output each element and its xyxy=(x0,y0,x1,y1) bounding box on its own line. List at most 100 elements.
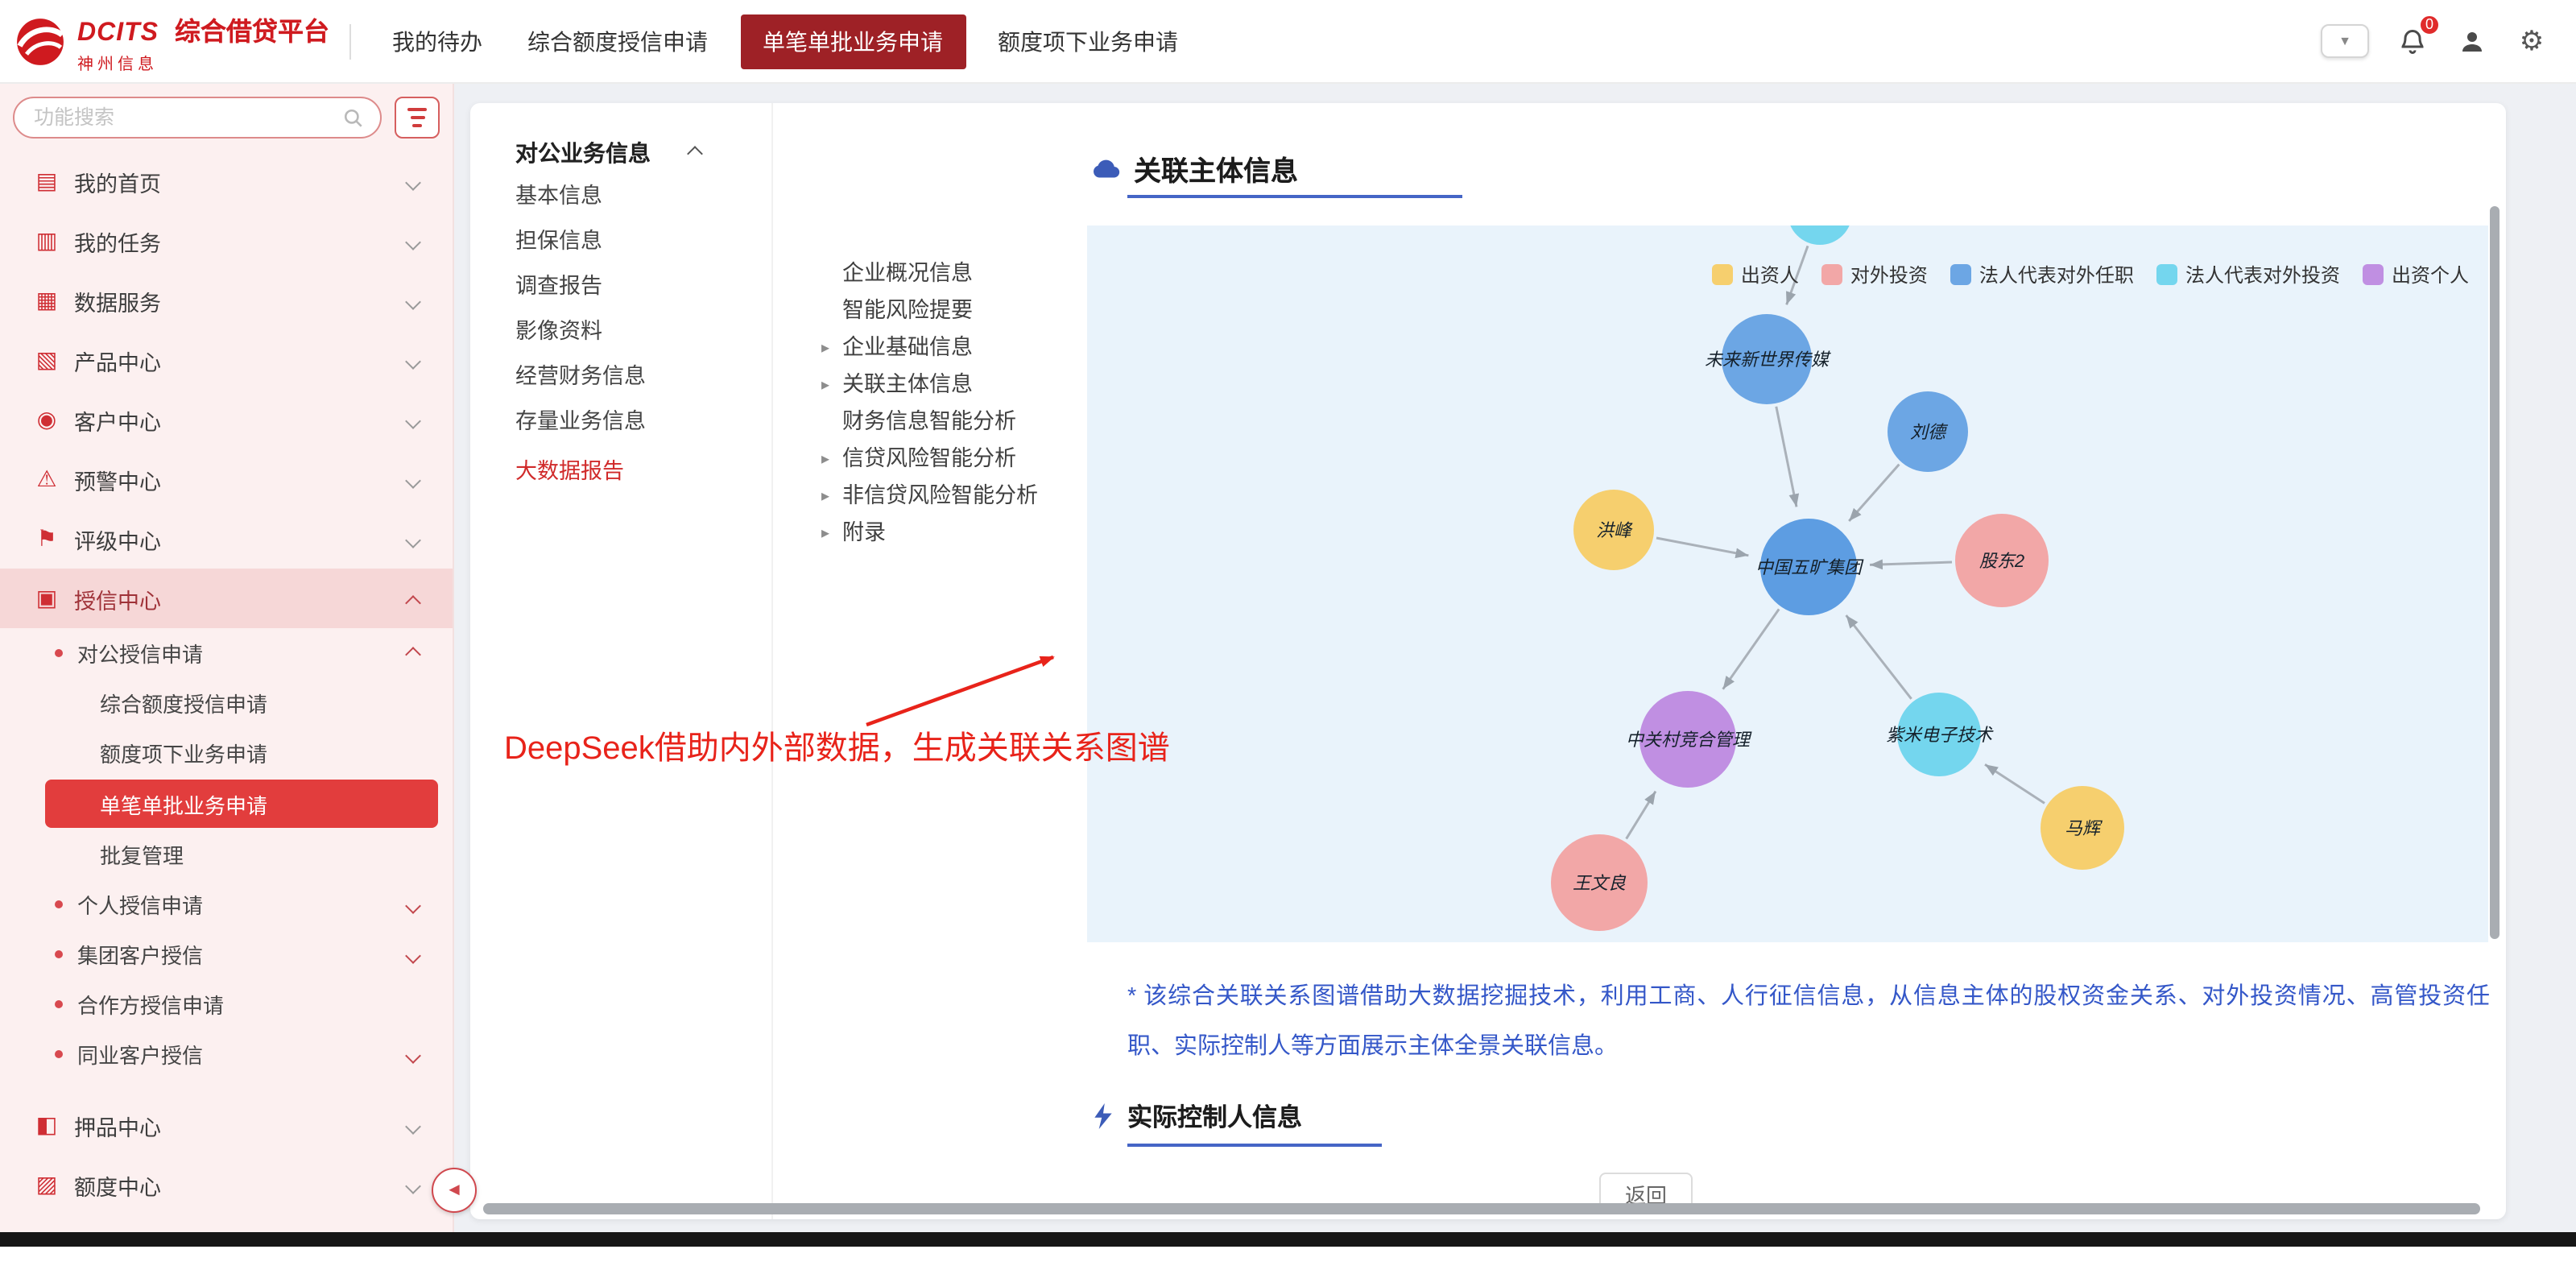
submenu-item-guarantee[interactable]: 担保信息 xyxy=(515,229,602,253)
graph-node-hongfeng[interactable]: 洪峰 xyxy=(1573,490,1654,570)
bottom-taskbar-strip xyxy=(0,1232,2576,1247)
toc-item-financial-analysis[interactable]: 财务信息智能分析 xyxy=(842,409,1016,433)
sidebar-item-quota-center[interactable]: ▨ 额度中心 xyxy=(0,1155,453,1214)
sidebar-item-single-batch-active[interactable]: 单笔单批业务申请 xyxy=(45,780,438,828)
submenu-item-imaging[interactable]: 影像资料 xyxy=(515,319,602,343)
toc-item-noncredit-risk[interactable]: 非信贷风险智能分析 xyxy=(821,483,1038,511)
graph-node-gudong2[interactable]: 股东2 xyxy=(1955,514,2049,607)
tab-under-quota[interactable]: 额度项下业务申请 xyxy=(998,28,1179,54)
sidebar-item-group-credit[interactable]: 集团客户授信 xyxy=(0,929,453,979)
header-divider xyxy=(349,23,351,59)
sidebar-item-comprehensive-quota[interactable]: 综合额度授信申请 xyxy=(0,678,453,728)
products-icon: ▧ xyxy=(35,346,58,372)
graph-node-label: 中国五旷集团 xyxy=(1755,559,1862,578)
graph-node-zgc[interactable]: 中关村竞合管理 xyxy=(1626,691,1750,788)
section-underline xyxy=(1127,1144,1382,1147)
graph-node-label: 马辉 xyxy=(2065,820,2100,839)
sidebar-item-label: 数据服务 xyxy=(74,291,161,315)
toc-item-related-parties[interactable]: 关联主体信息 xyxy=(821,372,1038,399)
graph-node-zimi[interactable]: 紫米电子技术 xyxy=(1886,693,1992,776)
sidebar-item-approval-management[interactable]: 批复管理 xyxy=(0,829,453,879)
sidebar-item-corporate-credit[interactable]: 对公授信申请 xyxy=(0,628,453,678)
sidebar-item-early-warning[interactable]: ⚠ 预警中心 xyxy=(0,449,453,509)
graph-node-mahui[interactable]: 马辉 xyxy=(2041,786,2124,870)
chevron-down-icon xyxy=(405,898,421,914)
business-info-title-row[interactable]: 对公业务信息 xyxy=(515,137,703,169)
user-profile-button[interactable] xyxy=(2456,25,2488,57)
legend-label: 对外投资 xyxy=(1850,264,1928,287)
filter-icon xyxy=(407,108,427,111)
content-card: 对公业务信息 基本信息 担保信息 调查报告 影像资料 经营财务信息 存量业务信息… xyxy=(470,103,2506,1219)
sidebar-item-label: 额度项下业务申请 xyxy=(100,743,268,767)
legend-item: 法人代表对外投资 xyxy=(2156,261,2340,288)
graph-node-center[interactable]: 中国五旷集团 xyxy=(1755,519,1862,615)
bullet-icon xyxy=(55,900,63,908)
header-dropdown-button[interactable]: ▼ xyxy=(2321,24,2369,58)
legend-swatch xyxy=(1821,264,1842,285)
graph-node-weilai[interactable]: 未来新世界传媒 xyxy=(1705,314,1829,404)
warning-icon: ⚠ xyxy=(36,465,57,491)
sidebar-item-home[interactable]: ▤ 我的首页 xyxy=(0,151,453,211)
bullet-icon xyxy=(55,1000,63,1008)
gear-icon: ⚙ xyxy=(2519,26,2545,56)
sidebar-item-tasks[interactable]: ▥ 我的任务 xyxy=(0,211,453,271)
chevron-down-icon xyxy=(405,1178,421,1194)
search-input[interactable] xyxy=(34,106,343,129)
submenu-item-finance[interactable]: 经营财务信息 xyxy=(515,364,646,388)
sidebar-item-label: 客户中心 xyxy=(74,410,161,434)
toc-item-credit-risk[interactable]: 信贷风险智能分析 xyxy=(821,446,1038,474)
toc-item-company-basic[interactable]: 企业基础信息 xyxy=(821,335,1038,362)
menu-filter-button[interactable] xyxy=(395,97,440,139)
legend-swatch xyxy=(2156,264,2177,285)
chevron-down-icon xyxy=(405,1119,421,1135)
credit-icon: ▣ xyxy=(35,585,58,610)
sidebar-item-interbank-credit[interactable]: 同业客户授信 xyxy=(0,1029,453,1079)
brand-text: DCITS 综合借贷平台 神州信息 xyxy=(77,9,329,73)
graph-node-liude[interactable]: 刘德 xyxy=(1888,391,1968,472)
legend-item: 出资人 xyxy=(1711,261,1799,288)
legend-label: 法人代表对外任职 xyxy=(1979,264,2134,287)
sidebar-item-under-quota[interactable]: 额度项下业务申请 xyxy=(0,728,453,778)
sidebar-item-rating[interactable]: ⚑ 评级中心 xyxy=(0,509,453,569)
data-icon: ▦ xyxy=(35,287,58,312)
submenu-item-bigdata-report-active[interactable]: 大数据报告 xyxy=(515,459,624,483)
tab-my-todo[interactable]: 我的待办 xyxy=(392,28,483,54)
settings-button[interactable]: ⚙ xyxy=(2516,25,2548,57)
sidebar-search-box xyxy=(13,97,382,139)
vertical-scrollbar[interactable] xyxy=(2490,206,2500,939)
legend-swatch xyxy=(2362,264,2384,285)
sidebar-item-label: 同业客户授信 xyxy=(77,1044,204,1068)
submenu-item-basic[interactable]: 基本信息 xyxy=(515,184,602,208)
submenu-item-investigation[interactable]: 调查报告 xyxy=(515,274,602,298)
sidebar-item-credit-center[interactable]: ▣ 授信中心 xyxy=(0,569,453,628)
tab-comprehensive-credit[interactable]: 综合额度授信申请 xyxy=(527,28,709,54)
sidebar-item-contract-management[interactable]: ▩ 合同管理 xyxy=(0,1214,453,1232)
sidebar-item-label: 授信中心 xyxy=(74,589,161,613)
submenu-item-stock-business[interactable]: 存量业务信息 xyxy=(515,409,646,433)
sidebar-item-personal-credit[interactable]: 个人授信申请 xyxy=(0,879,453,929)
notification-bell-button[interactable]: 0 xyxy=(2396,12,2442,57)
sidebar-item-partner-credit[interactable]: 合作方授信申请 xyxy=(0,979,453,1029)
graph-edges xyxy=(1625,245,2045,840)
rating-flag-icon: ⚑ xyxy=(36,525,57,551)
tab-single-batch[interactable]: 单笔单批业务申请 xyxy=(740,14,966,68)
chevron-down-icon xyxy=(405,294,421,310)
sidebar-item-data-services[interactable]: ▦ 数据服务 xyxy=(0,271,453,330)
chevron-down-icon xyxy=(405,532,421,548)
sidebar-item-products[interactable]: ▧ 产品中心 xyxy=(0,330,453,390)
sidebar-item-customers[interactable]: ◉ 客户中心 xyxy=(0,390,453,449)
graph-node-wangwenliang[interactable]: 王文良 xyxy=(1551,834,1648,931)
toc-item-company-overview[interactable]: 企业概况信息 xyxy=(842,261,973,285)
notification-badge: 0 xyxy=(2417,12,2442,36)
sidebar-item-collateral[interactable]: ◧ 押品中心 xyxy=(0,1095,453,1155)
report-toc-list: 企业概况信息 智能风险提要 企业基础信息 关联主体信息 财务信息智能分析 信贷风… xyxy=(821,261,1038,548)
graph-node-label: 王文良 xyxy=(1573,875,1626,894)
sidebar-collapse-button[interactable]: ◄ xyxy=(432,1168,477,1213)
toc-item-appendix[interactable]: 附录 xyxy=(821,520,1038,548)
business-info-list: 基本信息 担保信息 调查报告 影像资料 经营财务信息 存量业务信息 大数据报告 xyxy=(515,184,646,485)
horizontal-scrollbar[interactable] xyxy=(483,1203,2480,1214)
toc-item-risk-summary[interactable]: 智能风险提要 xyxy=(842,298,973,322)
bullet-icon xyxy=(55,950,63,958)
section-bolt-icon xyxy=(1094,1103,1112,1129)
